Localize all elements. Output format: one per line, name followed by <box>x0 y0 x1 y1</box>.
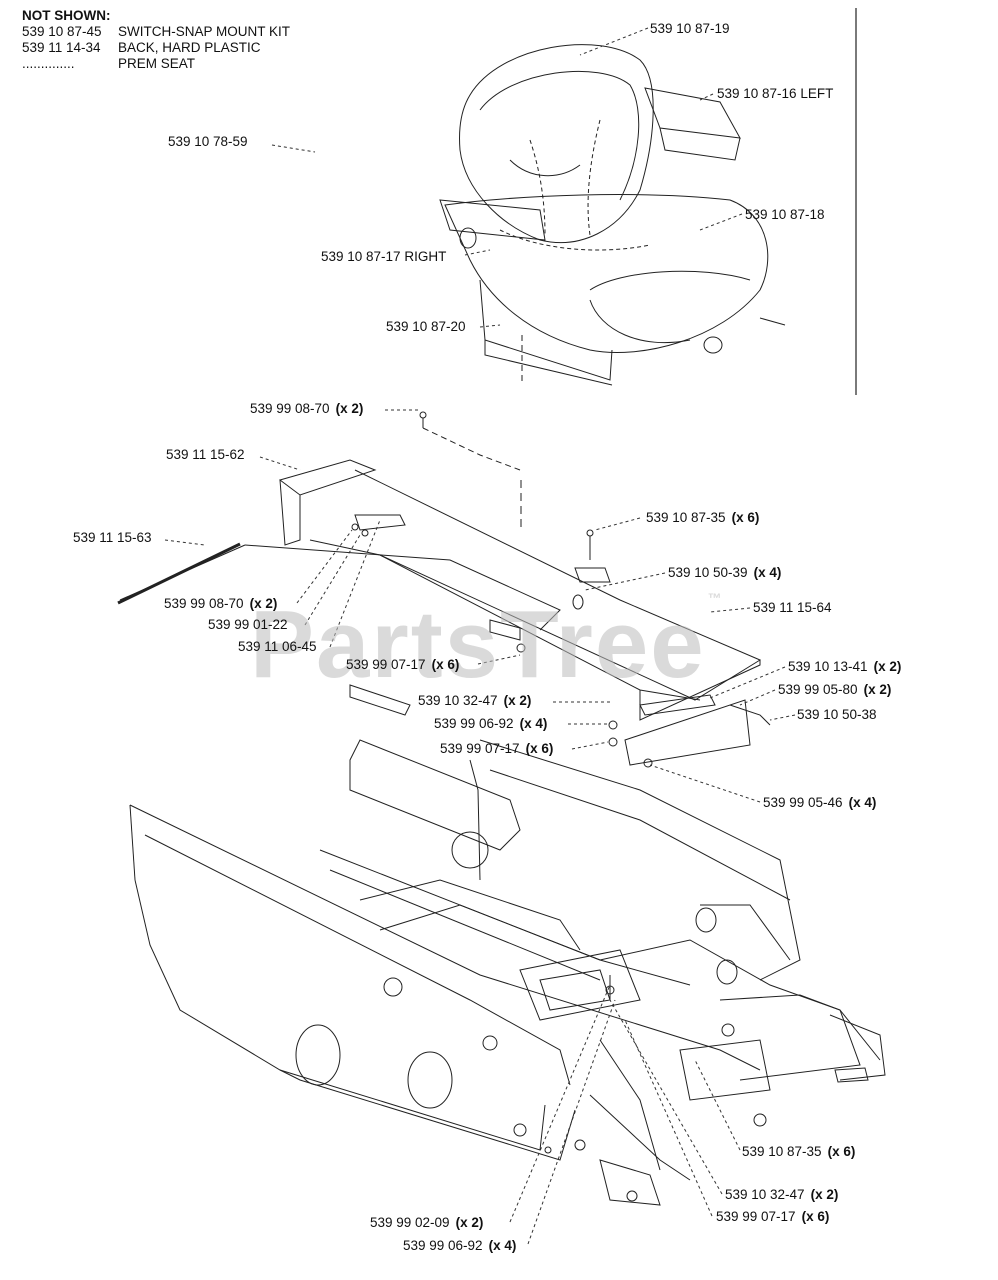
part-label[interactable]: 539 99 05-46(x 4) <box>763 795 877 810</box>
part-label[interactable]: 539 10 50-38 <box>797 707 877 722</box>
part-label[interactable]: 539 99 06-92(x 4) <box>403 1238 517 1253</box>
not-shown-heading: NOT SHOWN: <box>22 8 111 23</box>
part-label[interactable]: 539 10 32-47(x 2) <box>418 693 532 708</box>
part-label[interactable]: 539 99 08-70(x 2) <box>164 596 278 611</box>
part-label[interactable]: 539 11 15-63 <box>73 530 152 545</box>
part-label[interactable]: 539 99 01-22 <box>208 617 288 632</box>
seat-drawing <box>439 44 786 386</box>
chassis-frame-drawing <box>129 739 886 1206</box>
part-label[interactable]: 539 99 07-17(x 6) <box>346 657 460 672</box>
leader-lines <box>164 27 796 1245</box>
part-label[interactable]: 539 10 87-35(x 6) <box>742 1144 856 1159</box>
seat-mount-plate-drawing <box>117 411 771 768</box>
part-label[interactable]: 539 10 87-16 LEFT <box>717 86 834 101</box>
part-label[interactable]: 539 10 87-19 <box>650 21 730 36</box>
part-label[interactable]: 539 99 08-70(x 2) <box>250 401 364 416</box>
part-label[interactable]: 539 10 87-35(x 6) <box>646 510 760 525</box>
part-label[interactable]: 539 11 06-45 <box>238 639 317 654</box>
part-label[interactable]: 539 11 15-64 <box>753 600 832 615</box>
part-label[interactable]: 539 99 05-80(x 2) <box>778 682 892 697</box>
part-label[interactable]: 539 99 06-92(x 4) <box>434 716 548 731</box>
part-label[interactable]: 539 99 02-09(x 2) <box>370 1215 484 1230</box>
part-label[interactable]: 539 11 15-62 <box>166 447 245 462</box>
part-label[interactable]: 539 10 78-59 <box>168 134 248 149</box>
part-label[interactable]: 539 10 87-17 RIGHT <box>321 249 447 264</box>
part-label[interactable]: 539 10 50-39(x 4) <box>668 565 782 580</box>
part-label[interactable]: 539 99 07-17(x 6) <box>440 741 554 756</box>
part-label[interactable]: 539 10 87-20 <box>386 319 466 334</box>
part-label[interactable]: 539 10 13-41(x 2) <box>788 659 902 674</box>
part-label[interactable]: 539 10 87-18 <box>745 207 825 222</box>
part-label[interactable]: 539 10 32-47(x 2) <box>725 1187 839 1202</box>
part-label[interactable]: 539 99 07-17(x 6) <box>716 1209 830 1224</box>
not-shown-item: ..............PREM SEAT <box>22 56 196 71</box>
